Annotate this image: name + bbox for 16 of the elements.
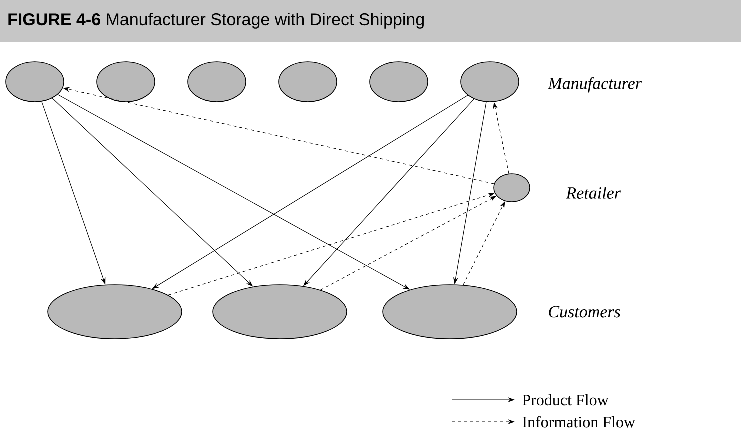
ellipse-node bbox=[382, 284, 518, 340]
ellipse-node bbox=[370, 62, 428, 102]
ellipse-node bbox=[460, 62, 520, 102]
row-label: Customers bbox=[549, 306, 620, 318]
ellipse-node bbox=[212, 284, 348, 340]
ellipse-node bbox=[96, 62, 156, 102]
row-label: Manufacturer bbox=[548, 77, 642, 93]
legend-text: Product Flow bbox=[522, 394, 609, 406]
ellipse-node bbox=[188, 62, 246, 102]
legend-text: Information Flow bbox=[522, 416, 636, 428]
ellipse-node bbox=[6, 62, 64, 102]
ellipse-node bbox=[278, 62, 338, 102]
ellipse-node bbox=[494, 174, 530, 202]
ellipse-node bbox=[48, 284, 182, 340]
row-label: Retailer bbox=[566, 187, 622, 199]
title-bar: FIGURE 4-6 Manufacturer Storage with Direct Shipping bbox=[0, 0, 741, 42]
